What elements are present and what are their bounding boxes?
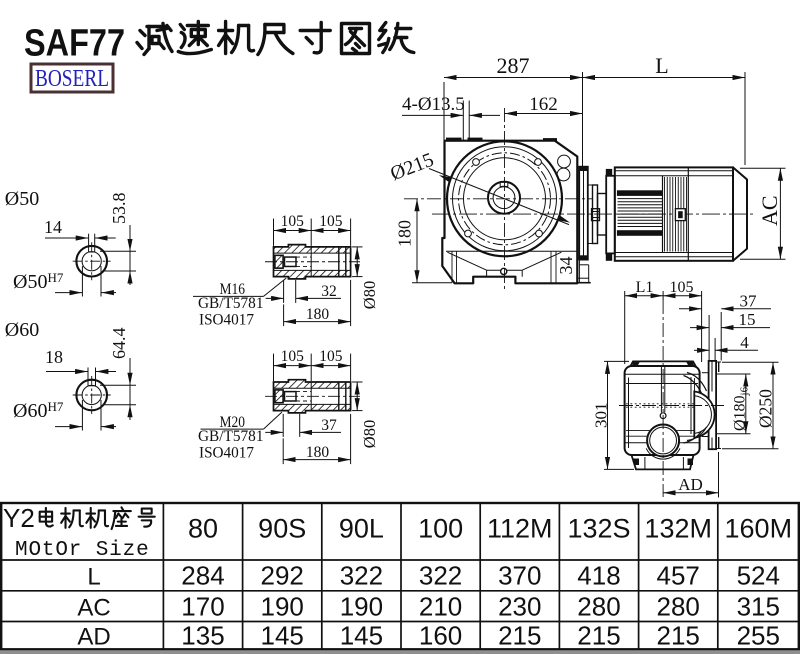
svg-text:210: 210 [419,592,462,622]
svg-text:90S: 90S [258,514,306,544]
svg-text:322: 322 [340,561,383,591]
svg-text:162: 162 [529,94,558,115]
svg-text:287: 287 [497,53,530,78]
svg-text:M20: M20 [220,414,246,431]
svg-text:100: 100 [418,514,463,544]
svg-text:215: 215 [577,620,620,650]
svg-text:370: 370 [498,561,541,591]
svg-text:322: 322 [419,561,462,591]
svg-text:180: 180 [306,306,330,323]
svg-text:Ø80: Ø80 [360,420,379,448]
svg-text:418: 418 [577,561,620,591]
svg-text:145: 145 [340,620,383,650]
svg-text:L1: L1 [636,279,654,296]
svg-text:457: 457 [657,561,700,591]
svg-text:Y2: Y2 [3,503,35,533]
svg-text:53.8: 53.8 [109,193,129,225]
svg-text:BOSERL: BOSERL [35,66,109,92]
svg-text:180: 180 [306,444,330,461]
svg-text:105: 105 [281,348,305,365]
svg-text:105: 105 [319,213,343,230]
svg-text:284: 284 [181,561,224,591]
svg-text:180: 180 [395,220,415,247]
svg-text:112M: 112M [487,514,553,544]
svg-text:GB/T5781: GB/T5781 [198,295,264,312]
svg-text:80: 80 [188,514,218,544]
svg-text:Ø250: Ø250 [756,389,776,428]
svg-text:Ø50: Ø50 [5,188,39,210]
svg-text:34: 34 [556,257,576,275]
svg-text:301: 301 [592,403,611,429]
svg-text:AC: AC [77,595,110,622]
svg-text:ISO4017: ISO4017 [199,444,254,461]
svg-text:Ø80: Ø80 [360,281,379,309]
svg-text:AC: AC [757,195,782,226]
svg-text:AD: AD [77,623,110,650]
svg-text:90L: 90L [339,514,384,544]
svg-text:132S: 132S [567,514,630,544]
svg-text:135: 135 [181,620,224,650]
svg-text:170: 170 [181,592,224,622]
svg-text:Ø180j6: Ø180j6 [732,386,751,431]
svg-text:255: 255 [737,620,780,650]
svg-text:4-Ø13.5: 4-Ø13.5 [402,94,465,115]
svg-text:230: 230 [498,592,541,622]
svg-text:145: 145 [261,620,304,650]
svg-text:Ø60: Ø60 [5,319,39,341]
svg-text:524: 524 [737,561,780,591]
svg-text:37: 37 [740,292,758,311]
svg-text:160M: 160M [725,514,793,544]
svg-text:280: 280 [577,592,620,622]
svg-text:105: 105 [281,213,305,230]
svg-text:190: 190 [261,592,304,622]
svg-text:160: 160 [419,620,462,650]
svg-text:AD: AD [678,475,703,494]
svg-text:SAF77: SAF77 [24,23,125,65]
svg-text:37: 37 [321,417,337,434]
svg-text:L: L [655,53,668,78]
svg-text:280: 280 [657,592,700,622]
svg-text:215: 215 [498,620,541,650]
svg-text:L: L [87,564,100,591]
svg-text:ISO4017: ISO4017 [199,312,254,329]
svg-text:215: 215 [657,620,700,650]
svg-text:315: 315 [737,592,780,622]
svg-text:GB/T5781: GB/T5781 [198,428,264,445]
svg-text:18: 18 [45,347,63,367]
svg-text:105: 105 [670,279,694,296]
svg-text:15: 15 [739,310,756,329]
svg-text:105: 105 [319,348,343,365]
svg-text:M16: M16 [220,281,246,298]
svg-text:MOtOr Size: MOtOr Size [15,539,150,562]
svg-text:32: 32 [321,283,337,300]
svg-text:292: 292 [261,561,304,591]
svg-text:64.4: 64.4 [109,328,129,360]
svg-text:4: 4 [740,333,749,352]
svg-text:132M: 132M [644,514,712,544]
svg-text:14: 14 [44,217,62,237]
svg-text:190: 190 [340,592,383,622]
